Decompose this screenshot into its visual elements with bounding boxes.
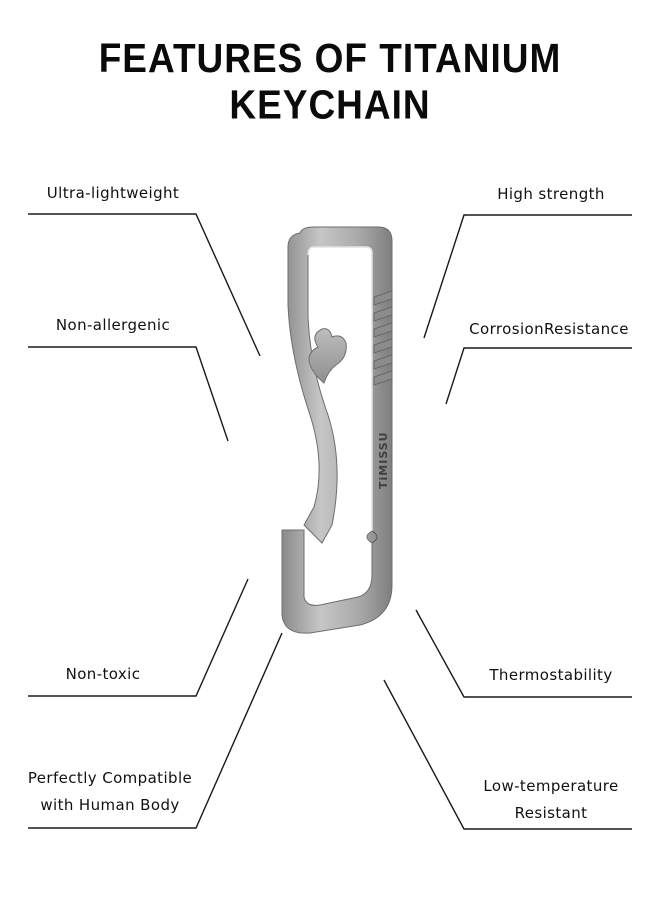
feature-ultra-lightweight: Ultra-lightweight	[46, 184, 180, 202]
connector-ultra-lightweight	[28, 213, 261, 357]
feature-low-temperature: Low-temperature Resistant	[483, 777, 619, 822]
connector-non-toxic	[28, 578, 249, 697]
connector-compatible	[28, 632, 283, 829]
titanium-keychain-image: TiMISSU	[281, 226, 393, 634]
page-title: FEATURES OF TITANIUM KEYCHAIN	[98, 35, 562, 128]
feature-non-allergenic: Non-allergenic	[55, 316, 171, 334]
connector-high-strength	[423, 214, 632, 339]
connector-low-temp	[383, 679, 632, 830]
connector-non-allergenic	[28, 346, 229, 442]
feature-non-toxic: Non-toxic	[65, 665, 141, 683]
connector-corrosion	[445, 347, 632, 405]
feature-corrosion-resistance: CorrosionResistance	[469, 320, 629, 338]
brand-engraving: TiMISSU	[377, 431, 390, 489]
feature-high-strength: High strength	[497, 185, 605, 203]
feature-compatible: Perfectly Compatible with Human Body	[27, 769, 193, 814]
feature-thermostability: Thermostability	[489, 666, 613, 684]
connector-thermostability	[415, 609, 632, 698]
